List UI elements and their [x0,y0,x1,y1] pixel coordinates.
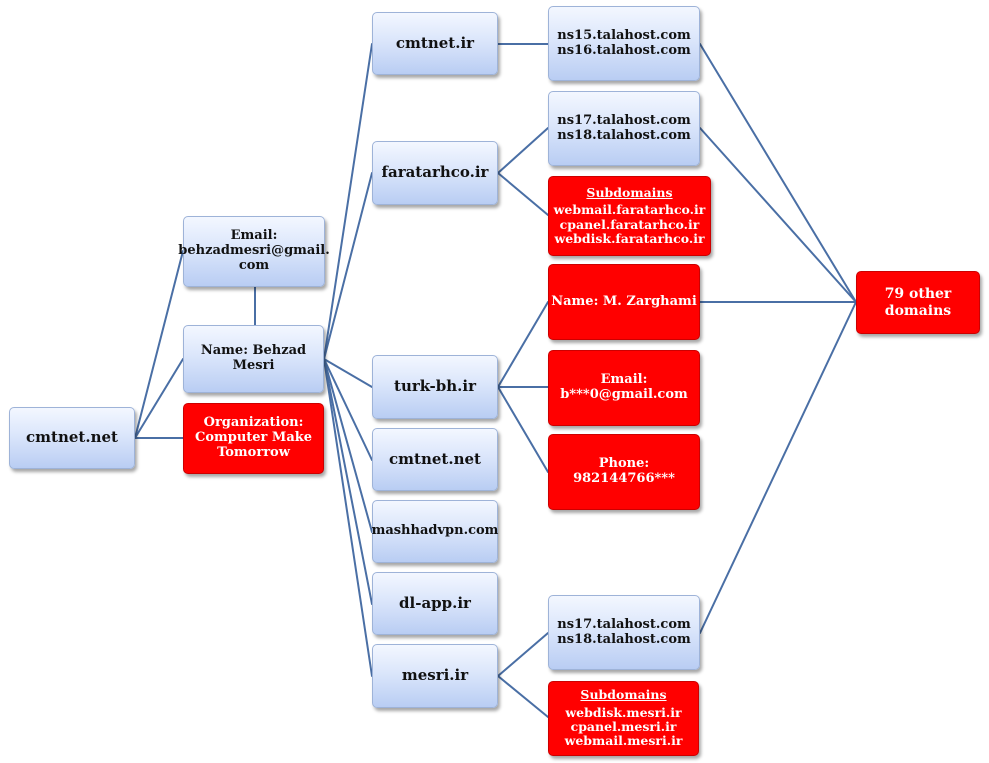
registrant-email-label: Email: [600,372,648,388]
connector-name-dl-app-ir [323,358,373,605]
domain-node-mashhadvpn-com[interactable]: mashhadvpn.com [372,500,498,563]
name-node[interactable]: Name: Behzad Mesri [183,325,324,393]
subdomains-node-mesri-ir[interactable]: Subdomains webdisk.mesri.ir cpanel.mesri… [548,681,699,756]
organization-value-line2: Tomorrow [217,444,290,460]
organization-label: Organization: [203,415,304,431]
email-value-line2: com [238,257,270,273]
connector-mesri-ns [497,632,549,677]
connector-name-cmtnet-net [323,358,373,461]
connector-faratarhco-ns [497,127,549,174]
subdomain-item: webmail.faratarhco.ir [553,202,706,218]
nameserver-line2: ns18.talahost.com [557,127,691,143]
name-label: Name: Behzad Mesri [200,343,307,373]
connector-ns3-other [699,301,857,634]
other-domains-count: 79 other [884,286,952,303]
other-domains-label: domains [884,302,952,319]
nameserver-line1: ns17.talahost.com [557,112,691,128]
root-domain-node[interactable]: cmtnet.net [9,407,135,469]
connector-root-email [134,250,184,439]
connector-ns2-other [699,127,857,303]
domain-label-mesri-ir: mesri.ir [401,666,469,685]
nameserver-node-faratarhco-ir[interactable]: ns17.talahost.com ns18.talahost.com [548,91,700,166]
connector-name-mesri-ir [323,358,373,677]
registrant-name-label: Name: M. Zarghami [551,293,697,309]
registrant-email-node[interactable]: Email: b***0@gmail.com [548,350,700,426]
domain-label-faratarhco-ir: faratarhco.ir [381,163,489,182]
connector-name-mashhadvpn-com [323,358,373,533]
email-node[interactable]: Email: behzadmesri@gmail. com [178,216,330,287]
domain-node-mesri-ir[interactable]: mesri.ir [372,644,498,708]
connector-name-cmtnet-ir [323,43,373,360]
email-value-line1: behzadmesri@gmail. [178,243,330,259]
other-domains-node[interactable]: 79 other domains [856,271,980,334]
subdomain-item: webdisk.mesri.ir [565,704,682,720]
email-label: Email: [230,228,278,244]
registrant-phone-label: Phone: 982144766*** [573,456,675,486]
domain-node-dl-app-ir[interactable]: dl-app.ir [372,572,498,635]
root-domain-label: cmtnet.net [26,428,118,447]
connector-turk-phone [497,386,549,473]
nameserver-node-cmtnet-ir[interactable]: ns15.talahost.com ns16.talahost.com [548,6,700,81]
registrant-name-node[interactable]: Name: M. Zarghami [548,264,700,340]
nameserver-node-mesri-ir[interactable]: ns17.talahost.com ns18.talahost.com [548,595,700,670]
connector-ns1-other [699,43,857,303]
domain-label-mashhadvpn-com: mashhadvpn.com [371,523,499,539]
domain-node-faratarhco-ir[interactable]: faratarhco.ir [372,141,498,205]
registrant-phone-node[interactable]: Phone: 982144766*** [548,434,700,510]
subdomain-item: webdisk.faratarhco.ir [554,230,705,246]
registrant-email-value: b***0@gmail.com [560,387,688,402]
nameserver-line2: ns18.talahost.com [557,631,691,647]
domain-node-cmtnet-net[interactable]: cmtnet.net [372,428,498,491]
connector-turk-name [497,301,549,388]
subdomains-title: Subdomains [580,687,667,703]
connector-name-turk-bh-ir [323,358,373,388]
connector-mesri-subdomains [497,675,549,718]
domain-label-cmtnet-net: cmtnet.net [389,449,481,468]
subdomain-item: cpanel.mesri.ir [570,719,677,734]
domain-node-cmtnet-ir[interactable]: cmtnet.ir [372,12,498,75]
nameserver-line1: ns15.talahost.com [557,27,691,43]
domain-label-dl-app-ir: dl-app.ir [399,593,471,612]
domain-label-cmtnet-ir: cmtnet.ir [395,33,475,52]
connector-name-faratarhco-ir [323,172,373,360]
domain-node-turk-bh-ir[interactable]: turk-bh.ir [372,355,498,419]
nameserver-line2: ns16.talahost.com [557,42,691,58]
subdomains-title: Subdomains [586,184,673,200]
connector-faratarhco-subdomains [497,172,549,216]
organization-node[interactable]: Organization: Computer Make Tomorrow [183,403,324,474]
subdomain-item: webmail.mesri.ir [564,733,683,749]
subdomain-item: cpanel.faratarhco.ir [559,216,700,232]
subdomains-node-faratarhco-ir[interactable]: Subdomains webmail.faratarhco.ir cpanel.… [548,176,711,256]
nameserver-line1: ns17.talahost.com [557,616,691,632]
organization-value-line1: Computer Make [194,430,313,446]
domain-label-turk-bh-ir: turk-bh.ir [394,377,476,396]
connector-root-name [134,358,184,439]
